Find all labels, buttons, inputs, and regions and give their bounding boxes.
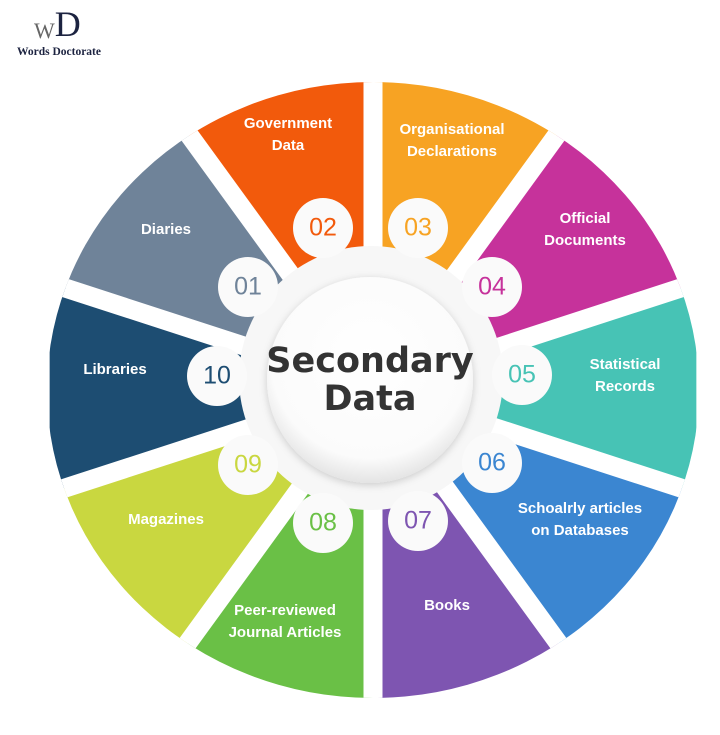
logo-text: Words Doctorate xyxy=(17,46,101,58)
segment-number-10: 10 xyxy=(203,361,231,390)
number-bubble xyxy=(462,257,522,317)
center-title-line1: Secondary xyxy=(266,341,474,381)
logo-letter-w: W xyxy=(34,18,55,43)
number-bubble xyxy=(218,257,278,317)
number-bubble xyxy=(293,493,353,553)
number-bubble xyxy=(492,345,552,405)
segment-number-06: 06 xyxy=(478,448,506,477)
number-bubble xyxy=(462,433,522,493)
segment-number-09: 09 xyxy=(234,450,262,479)
segment-label-08: Peer-reviewed Journal Articles xyxy=(228,602,342,641)
center-title: Secondary Data xyxy=(266,342,473,418)
segment-number-07: 07 xyxy=(404,506,432,535)
logo-mark: WD xyxy=(34,4,94,44)
segment-label-04: Official Documents xyxy=(544,210,626,249)
number-bubble xyxy=(388,198,448,258)
number-bubble xyxy=(293,198,353,258)
number-bubble xyxy=(388,491,448,551)
segment-label-09: Magazines xyxy=(128,511,204,528)
segment-number-02: 02 xyxy=(309,213,337,242)
segment-number-08: 08 xyxy=(309,508,337,537)
segment-label-05: Statistical Records xyxy=(589,356,661,395)
segment-label-07: Books xyxy=(424,597,470,614)
number-bubble xyxy=(218,435,278,495)
segment-label-06: Schoalrly articles on Databases xyxy=(517,500,643,539)
segment-number-04: 04 xyxy=(478,272,506,301)
words-doctorate-logo: WD Words Doctorate xyxy=(4,4,114,60)
segment-label-01: Diaries xyxy=(140,221,192,238)
segment-number-05: 05 xyxy=(508,360,536,389)
center-title-line2: Data xyxy=(323,379,417,419)
segment-label-03: Organisational Declarations xyxy=(399,121,505,160)
segment-number-01: 01 xyxy=(234,272,262,301)
center-circle xyxy=(267,277,473,483)
segment-number-03: 03 xyxy=(404,213,432,242)
segment-label-02: Government Data xyxy=(243,115,333,154)
logo-letter-d: D xyxy=(54,4,81,44)
number-bubble xyxy=(187,346,247,406)
segment-label-10: Libraries xyxy=(83,361,147,378)
